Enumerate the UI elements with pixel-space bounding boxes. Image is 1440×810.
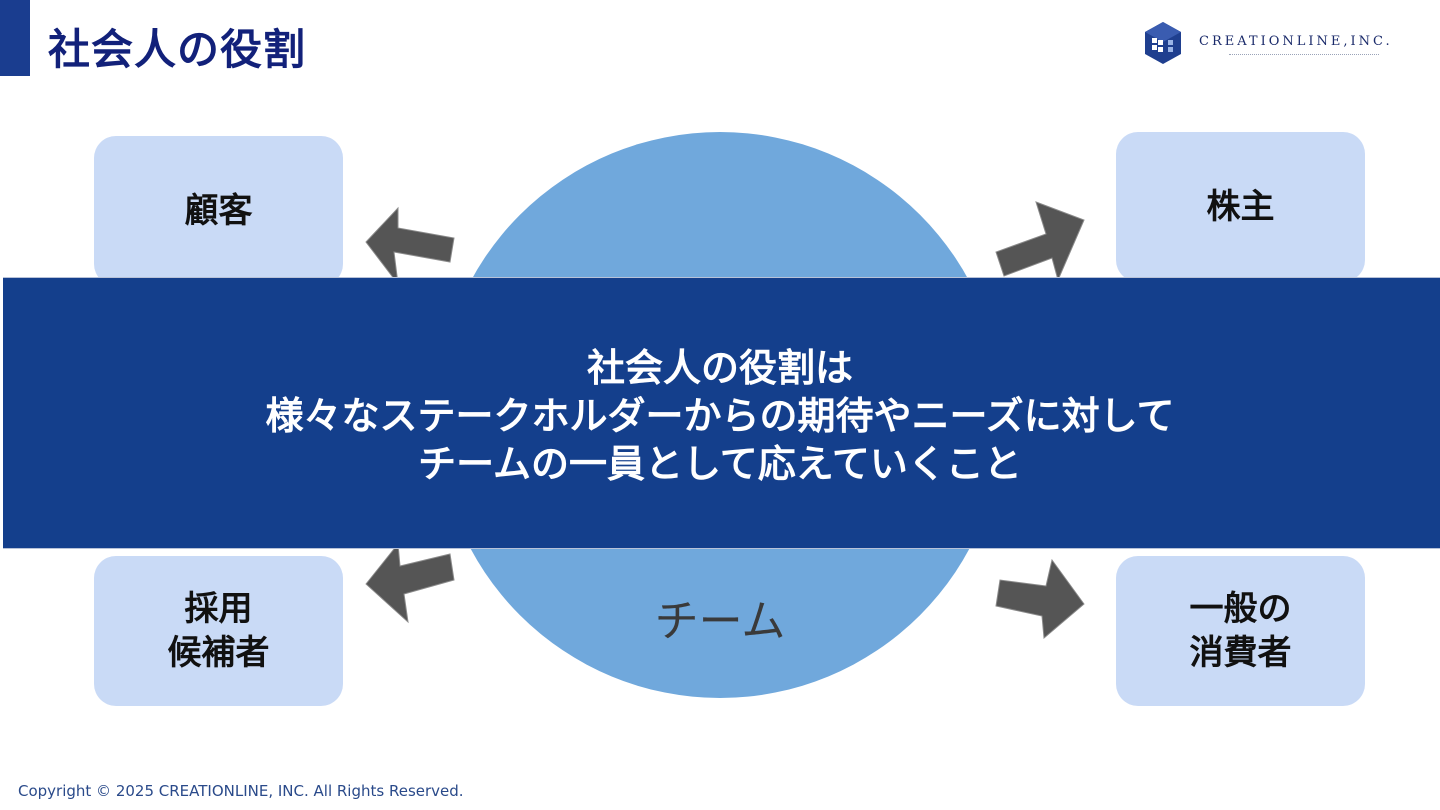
logo-tagline-line [1229, 54, 1379, 57]
cube-logo-icon [1145, 22, 1181, 64]
team-label: チーム [654, 596, 786, 647]
stakeholder-shareholder: 株主 [1116, 132, 1365, 282]
copyright-footer: Copyright © 2025 CREATIONLINE, INC. All … [18, 782, 464, 800]
arrow-to-candidate-icon [365, 542, 455, 624]
logo-text: CREATIONLINE,INC. [1199, 34, 1393, 49]
message-banner: 社会人の役割は 様々なステークホルダーからの期待やニーズに対して チームの一員と… [3, 277, 1440, 549]
stakeholder-customer: 顧客 [94, 136, 343, 286]
stakeholder-candidate: 採用 候補者 [94, 556, 343, 706]
arrow-to-shareholder-icon [995, 201, 1085, 282]
banner-line-1: 社会人の役割は [586, 346, 853, 390]
banner-line-3: チームの一員として応えていくこと [418, 442, 1022, 486]
arrow-to-consumer-icon [995, 558, 1085, 640]
banner-line-2: 様々なステークホルダーからの期待やニーズに対して [265, 394, 1175, 438]
slide-title: 社会人の役割 [48, 25, 307, 74]
title-accent-bar [0, 0, 30, 76]
stakeholder-consumer: 一般の 消費者 [1116, 556, 1365, 706]
banner-message: 社会人の役割は 様々なステークホルダーからの期待やニーズに対して チームの一員と… [3, 344, 1437, 488]
company-logo: CREATIONLINE,INC. [1143, 20, 1423, 68]
